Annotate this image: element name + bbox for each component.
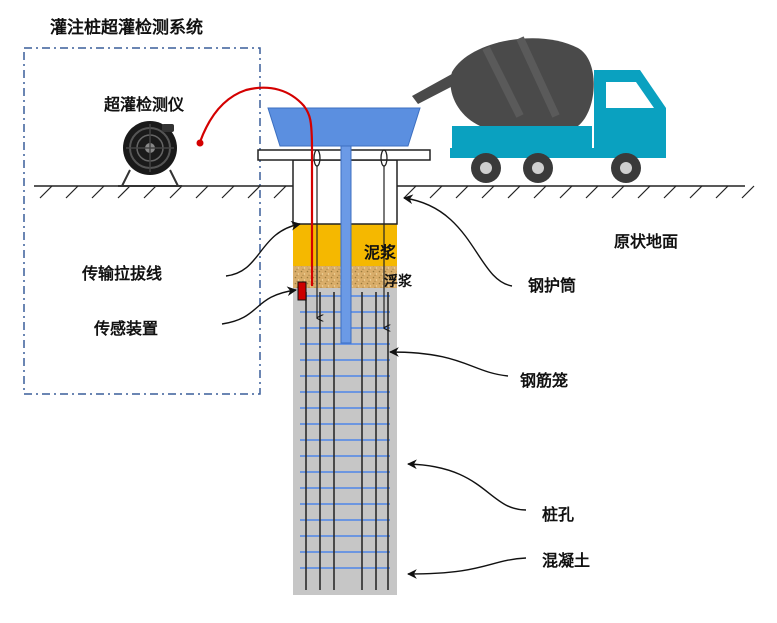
leader-concrete: [407, 557, 527, 579]
ground-hatch: [65, 185, 79, 199]
ground-hatch: [221, 185, 235, 199]
label-ground: 原状地面: [614, 232, 678, 251]
leader-hole: [407, 459, 527, 511]
ground-hatch: [585, 185, 599, 199]
leader-cable: [225, 220, 301, 277]
ground-hatch: [559, 185, 573, 199]
ground-hatch: [429, 185, 443, 199]
ground-hatch: [273, 185, 287, 199]
label-mud: 泥浆: [364, 243, 397, 262]
rebar-cage: [300, 292, 390, 590]
label-device: 超灌检测仪: [103, 95, 185, 114]
ground-hatch: [169, 185, 183, 199]
system-boundary-frame: [23, 47, 261, 395]
label-concrete: 混凝土: [542, 551, 590, 570]
ground-hatch: [689, 185, 703, 199]
label-float-slurry: 浮浆: [384, 273, 413, 290]
concrete-mixer-truck-icon: [412, 36, 666, 183]
ground-hatch: [91, 185, 105, 199]
ground-hatch: [481, 185, 495, 199]
ground-hatch: [611, 185, 625, 199]
label-cage: 钢筋笼: [520, 371, 568, 390]
label-hole: 桩孔: [542, 505, 574, 524]
ground-hatch: [507, 185, 521, 199]
cable-reel-icon: [118, 121, 182, 187]
label-casing: 钢护筒: [528, 276, 576, 295]
ground-hatch: [455, 185, 469, 199]
pouring-hopper: [267, 107, 421, 147]
ground-hatch: [247, 185, 261, 199]
ground-hatch: [403, 185, 417, 199]
diagram-title: 灌注桩超灌检测系统: [50, 17, 203, 38]
ground-hatch: [715, 185, 729, 199]
label-sensor: 传感装置: [93, 319, 158, 338]
ground-hatch: [39, 185, 53, 199]
cable-connector: [196, 139, 204, 147]
ground-hatch: [741, 185, 755, 199]
leader-casing: [403, 194, 513, 287]
label-cable: 传输拉拔线: [81, 264, 162, 283]
leader-sensor: [221, 286, 297, 325]
tremie-pipe: [340, 145, 352, 344]
ground-hatch: [663, 185, 677, 199]
ground-hatch: [117, 185, 131, 199]
sensor-device: [297, 281, 307, 301]
transmission-cable: [198, 86, 314, 286]
ground-hatch: [143, 185, 157, 199]
leader-cage: [389, 347, 509, 377]
ground-hatch: [195, 185, 209, 199]
ground-hatch: [637, 185, 651, 199]
ground-hatch: [533, 185, 547, 199]
